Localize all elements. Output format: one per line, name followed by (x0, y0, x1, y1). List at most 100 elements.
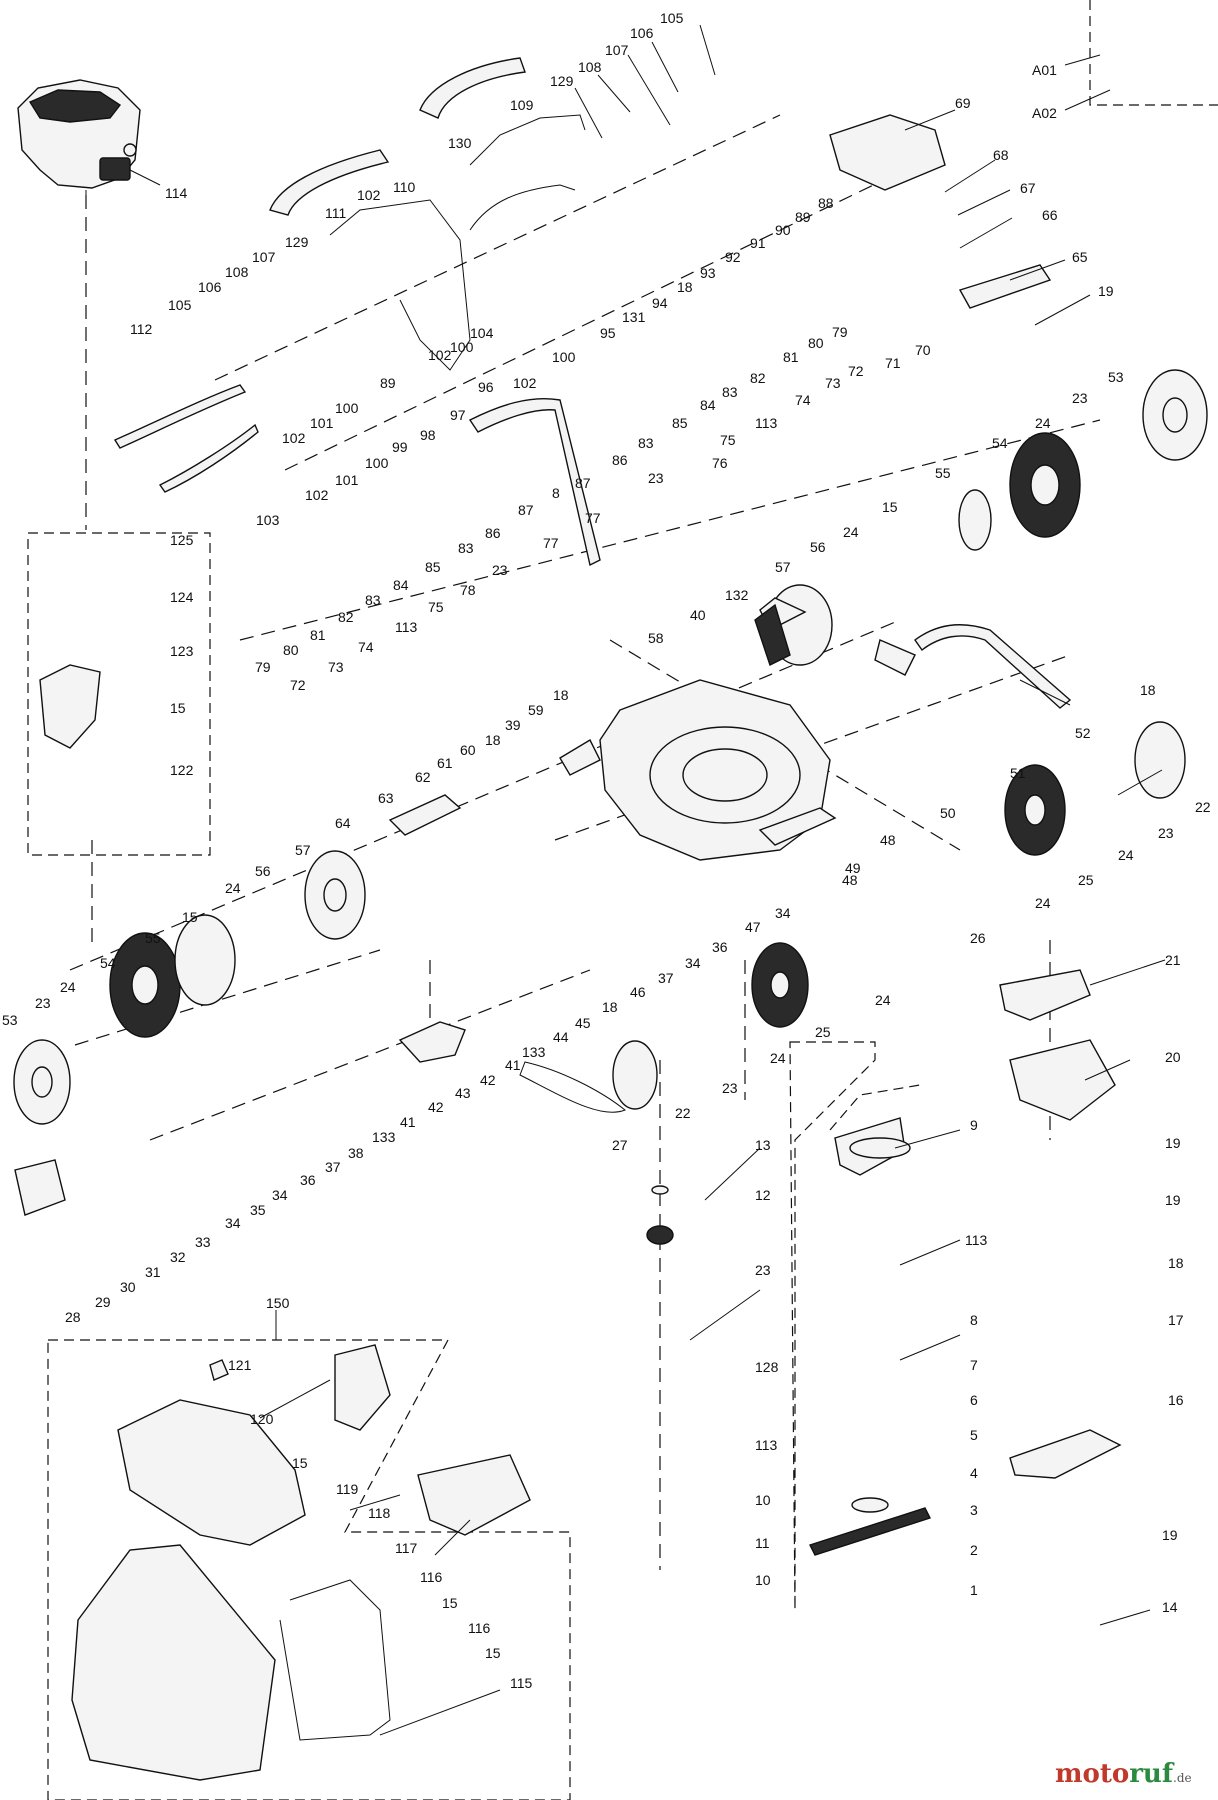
label-103: 103 (256, 512, 280, 528)
label-118: 118 (368, 1505, 391, 1521)
label-133a: 133 (522, 1044, 546, 1060)
label-113d: 113 (965, 1232, 988, 1248)
label-150: 150 (266, 1295, 290, 1311)
label-39: 39 (505, 717, 521, 733)
label-100c: 100 (365, 455, 389, 471)
svg-text:motoruf.de: motoruf.de (1055, 1759, 1192, 1789)
label-36a: 36 (712, 939, 728, 955)
label-50: 50 (940, 805, 956, 821)
label-85a: 85 (672, 415, 688, 431)
label-102d: 102 (428, 347, 452, 363)
label-124: 124 (170, 589, 194, 605)
label-56b: 56 (255, 863, 271, 879)
label-75a: 75 (720, 432, 736, 448)
label-120: 120 (250, 1411, 274, 1427)
label-48b: 48 (842, 872, 858, 888)
label-23c: 23 (722, 1080, 738, 1096)
label-19a: 19 (1098, 283, 1114, 299)
label-65: 65 (1072, 249, 1088, 265)
label-107a: 107 (605, 42, 629, 58)
label-59: 59 (528, 702, 544, 718)
label-24a: 24 (1035, 415, 1051, 431)
label-92: 92 (725, 249, 741, 265)
label-82b: 82 (338, 609, 354, 625)
label-24h: 24 (225, 880, 241, 896)
label-17: 17 (1168, 1312, 1184, 1328)
label-13: 13 (755, 1137, 771, 1153)
label-89a: 89 (795, 209, 811, 225)
label-87b: 87 (518, 502, 534, 518)
label-12: 12 (755, 1187, 771, 1203)
label-15c: 15 (182, 909, 198, 925)
label-1: 1 (970, 1582, 978, 1598)
label-99: 99 (392, 439, 408, 455)
label-56a: 56 (810, 539, 826, 555)
label-58: 58 (648, 630, 664, 646)
label-115: 115 (510, 1675, 533, 1691)
label-77a: 77 (585, 510, 601, 526)
label-6: 6 (970, 1392, 978, 1408)
label-132: 132 (725, 587, 749, 603)
label-54a: 54 (992, 435, 1008, 451)
label-57a: 57 (775, 559, 791, 575)
label-101b: 101 (335, 472, 359, 488)
label-100d: 100 (450, 339, 474, 355)
label-83d: 83 (365, 592, 381, 608)
label-18b: 18 (553, 687, 569, 703)
label-18e: 18 (1168, 1255, 1184, 1271)
label-4: 4 (970, 1465, 978, 1481)
label-82a: 82 (750, 370, 766, 386)
label-96: 96 (478, 379, 494, 395)
label-15d: 15 (292, 1455, 308, 1471)
label-105a: 105 (660, 10, 684, 26)
wheels (13, 369, 1208, 1125)
label-133b: 133 (372, 1129, 396, 1145)
label-43: 43 (455, 1085, 471, 1101)
part-labels: 105 106 107 108 129 130 109 110 111 102 … (2, 10, 1211, 1691)
watermark-suffix: .de (1173, 1771, 1192, 1785)
label-72a: 72 (848, 363, 864, 379)
label-125: 125 (170, 532, 194, 548)
label-108a: 108 (578, 59, 602, 75)
label-37a: 37 (658, 970, 674, 986)
label-53b: 53 (2, 1012, 18, 1028)
label-102b: 102 (282, 430, 306, 446)
label-86a: 86 (612, 452, 628, 468)
label-10b: 10 (755, 1572, 771, 1588)
label-25a: 25 (1078, 872, 1094, 888)
label-28: 28 (65, 1309, 81, 1325)
label-24e: 24 (770, 1050, 786, 1066)
label-23d: 23 (648, 470, 664, 486)
label-112: 112 (130, 321, 153, 337)
label-64: 64 (335, 815, 351, 831)
label-48a: 48 (880, 832, 896, 848)
label-110: 110 (393, 179, 416, 195)
label-36b: 36 (300, 1172, 316, 1188)
label-90: 90 (775, 222, 791, 238)
label-A02: A02 (1032, 105, 1057, 121)
label-18a: 18 (677, 279, 693, 295)
watermark-part1: moto (1055, 1759, 1129, 1789)
label-15f: 15 (485, 1645, 501, 1661)
label-119: 119 (336, 1481, 359, 1497)
label-117: 117 (395, 1540, 418, 1556)
label-104: 104 (470, 325, 494, 341)
label-26: 26 (970, 930, 986, 946)
label-79b: 79 (255, 659, 271, 675)
label-24b: 24 (843, 524, 859, 540)
handle-parts (113, 57, 1072, 709)
label-9: 9 (970, 1117, 978, 1133)
label-19b: 19 (1165, 1135, 1181, 1151)
label-116b: 116 (468, 1620, 491, 1636)
label-105b: 105 (168, 297, 192, 313)
label-98: 98 (420, 427, 436, 443)
label-30: 30 (120, 1279, 136, 1295)
label-42a: 42 (480, 1072, 496, 1088)
label-31: 31 (145, 1264, 161, 1280)
label-15e: 15 (442, 1595, 458, 1611)
label-23a: 23 (1072, 390, 1088, 406)
label-84b: 84 (393, 577, 409, 593)
label-73b: 73 (328, 659, 344, 675)
assembly-axes (69, 114, 1101, 1570)
